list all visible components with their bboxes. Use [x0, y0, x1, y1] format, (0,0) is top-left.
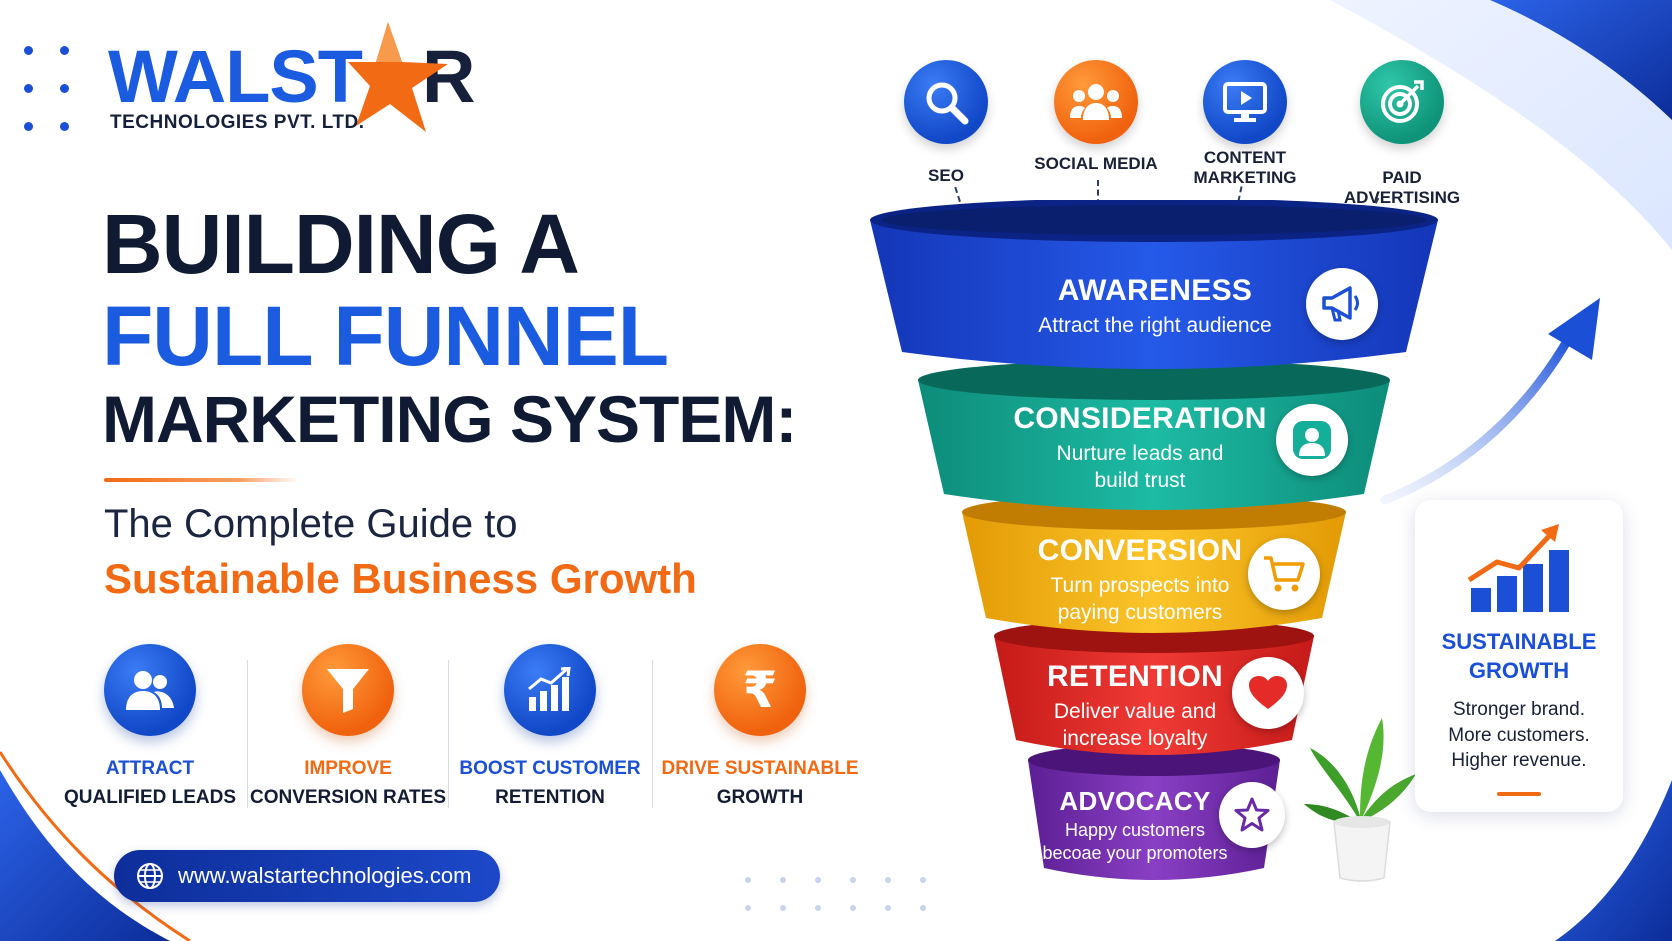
- channel-paid-advertising: PAID ADVERTISING: [1327, 60, 1477, 209]
- funnel-consideration-text: CONSIDERATION Nurture leads and build tr…: [985, 402, 1295, 495]
- benefit-subtitle: GROWTH: [716, 787, 804, 808]
- funnel-stage-desc-line1: Turn prospects into: [1050, 574, 1230, 597]
- funnel-conversion-text: CONVERSION Turn prospects into paying cu…: [1000, 534, 1280, 627]
- star-icon: [1219, 782, 1285, 848]
- growth-chart-icon: [1467, 524, 1569, 612]
- benefit-title: IMPROVE: [304, 758, 392, 779]
- funnel-stage-title: RETENTION: [1046, 660, 1224, 693]
- growth-card-title: SUSTAINABLE GROWTH: [1415, 628, 1623, 685]
- growth-card: SUSTAINABLE GROWTH Stronger brand. More …: [1415, 500, 1623, 812]
- benefit-drive: ₹ DRIVE SUSTAINABLE GROWTH: [660, 644, 860, 809]
- rupee-icon: ₹: [714, 644, 806, 736]
- cart-icon: [1248, 538, 1320, 610]
- benefit-title: ATTRACT: [105, 758, 195, 779]
- globe-icon: [137, 863, 163, 889]
- funnel-awareness-text: AWARENESS Attract the right audience: [960, 274, 1350, 339]
- headline-subtitle: The Complete Guide to: [104, 502, 518, 546]
- monitor-play-icon: [1203, 60, 1287, 144]
- benefit-divider: [448, 660, 449, 808]
- funnel-stage-desc-line2: becoae your promoters: [1042, 843, 1228, 864]
- channel-label-line2: ADVERTISING: [1343, 188, 1461, 208]
- headline-subtitle-highlight: Sustainable Business Growth: [104, 555, 697, 602]
- search-icon: [904, 60, 988, 144]
- funnel-stage-advocacy: [1028, 744, 1280, 880]
- growth-card-title-line2: GROWTH: [1468, 657, 1570, 683]
- logo-text-dark: R: [421, 35, 475, 118]
- benefit-subtitle: CONVERSION RATES: [249, 787, 446, 808]
- channel-label-line1: PAID: [1382, 168, 1422, 187]
- channel-social-media: SOCIAL MEDIA: [1021, 60, 1171, 174]
- headline-line2: FULL FUNNEL: [102, 289, 669, 383]
- logo-star-icon: [348, 22, 448, 132]
- benefit-attract: ATTRACT QUALIFIED LEADS: [50, 644, 250, 809]
- funnel-stage-desc-line2: build trust: [1094, 469, 1186, 493]
- growth-card-divider: [1497, 792, 1541, 797]
- logo-tagline: TECHNOLOGIES PVT. LTD.: [110, 112, 365, 133]
- filter-icon: [302, 644, 394, 736]
- website-url: www.walstartechnologies.com: [178, 863, 472, 888]
- funnel-stage-awareness: [870, 200, 1438, 369]
- channel-content-marketing: CONTENT MARKETING: [1170, 60, 1320, 189]
- target-icon: [1360, 60, 1444, 144]
- channel-seo: SEO: [871, 60, 1021, 186]
- funnel-stage-title: ADVOCACY: [1059, 786, 1211, 816]
- funnel-stage-title: AWARENESS: [1057, 274, 1253, 307]
- headline-line3: MARKETING SYSTEM:: [102, 382, 797, 456]
- funnel-stage-desc-line1: Deliver value and: [1053, 700, 1217, 723]
- marketing-funnel: [870, 200, 1438, 880]
- benefit-divider: [652, 660, 653, 808]
- growth-arrow-icon: [1380, 298, 1600, 505]
- benefit-subtitle: QUALIFIED LEADS: [63, 787, 237, 808]
- funnel-stage-title: CONVERSION: [1037, 534, 1243, 567]
- channel-label: SOCIAL MEDIA: [1034, 154, 1158, 173]
- benefit-subtitle: RETENTION: [495, 787, 605, 808]
- channel-label-line1: CONTENT: [1203, 148, 1287, 167]
- growth-card-line3: Higher revenue.: [1451, 750, 1587, 772]
- user-icon: [1276, 404, 1348, 476]
- growth-card-desc: Stronger brand. More customers. Higher r…: [1415, 697, 1623, 774]
- channel-label-line2: MARKETING: [1193, 168, 1297, 188]
- growth-card-line1: Stronger brand.: [1452, 699, 1586, 721]
- funnel-stage-desc-line1: Nurture leads and: [1056, 442, 1224, 465]
- funnel-stage-title: CONSIDERATION: [1013, 402, 1267, 435]
- funnel-stage-desc-line2: increase loyalty: [1062, 727, 1208, 751]
- logo-text-blue: WALST: [108, 35, 363, 118]
- funnel-stage-desc-line1: Happy customers: [1064, 820, 1206, 840]
- bar-chart-icon: [504, 644, 596, 736]
- channel-label: SEO: [928, 166, 964, 185]
- heart-icon: [1232, 657, 1304, 729]
- benefit-divider: [247, 660, 248, 808]
- website-link[interactable]: www.walstartechnologies.com: [114, 850, 500, 902]
- headline-divider: [104, 478, 299, 482]
- megaphone-icon: [1306, 268, 1378, 340]
- funnel-stage-desc: Attract the right audience: [1038, 314, 1272, 337]
- funnel-stage-consideration: [918, 360, 1390, 510]
- funnel-retention-text: RETENTION Deliver value and increase loy…: [1010, 660, 1260, 753]
- benefit-improve: IMPROVE CONVERSION RATES: [248, 644, 448, 809]
- users-icon: [104, 644, 196, 736]
- growth-card-title-line1: SUSTAINABLE: [1441, 629, 1597, 654]
- funnel-advocacy-text: ADVOCACY Happy customers becoae your pro…: [1030, 786, 1240, 866]
- benefit-boost: BOOST CUSTOMER RETENTION: [450, 644, 650, 809]
- plant-decoration: [1304, 718, 1416, 882]
- funnel-stage-desc-line2: paying customers: [1057, 601, 1223, 625]
- benefit-title: BOOST CUSTOMER: [459, 758, 641, 779]
- users-icon: [1054, 60, 1138, 144]
- logo-dots: [24, 46, 74, 136]
- growth-card-line2: More customers.: [1448, 724, 1590, 746]
- headline-line1: BUILDING A: [102, 197, 580, 291]
- benefit-title: DRIVE SUSTAINABLE: [661, 758, 859, 779]
